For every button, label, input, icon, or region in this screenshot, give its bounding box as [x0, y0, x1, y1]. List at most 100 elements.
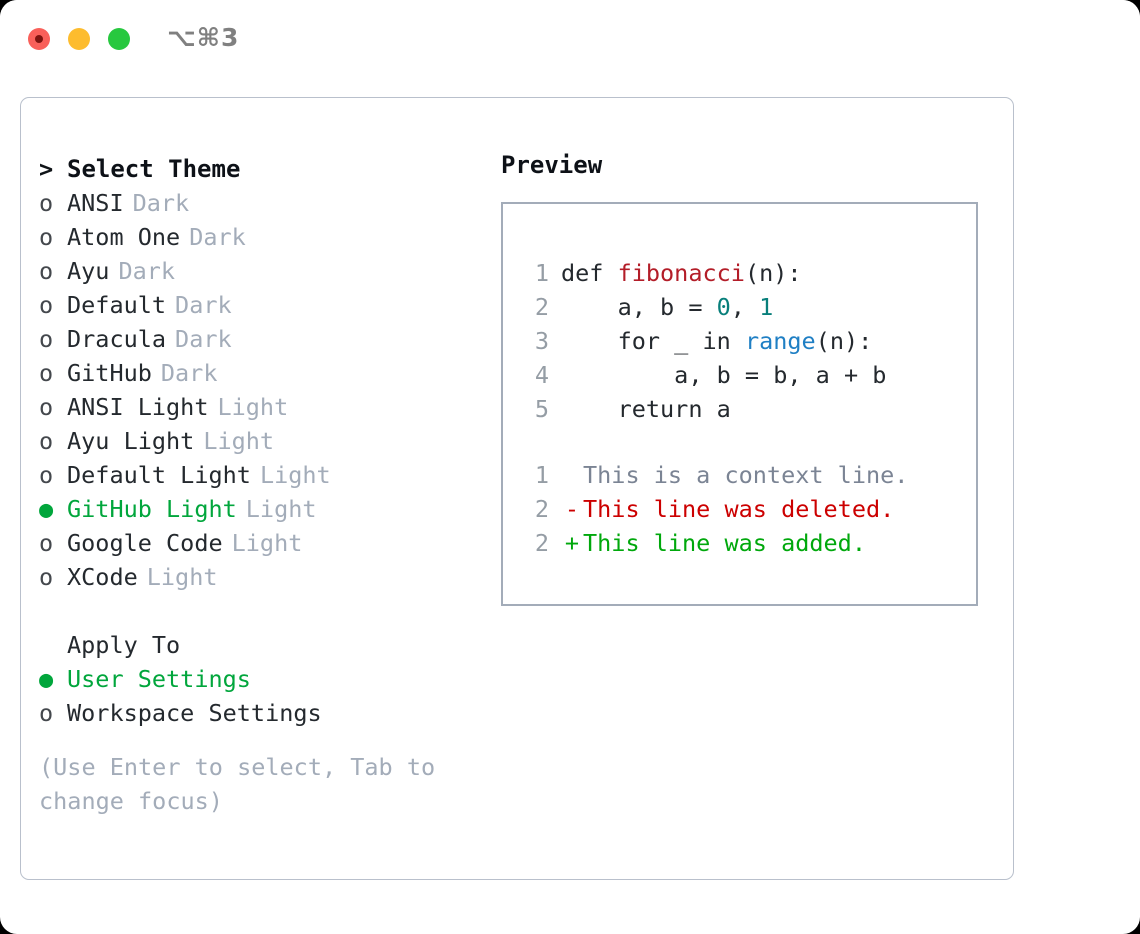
theme-name: ANSI Light — [67, 393, 209, 421]
diff-marker: + — [564, 529, 580, 557]
theme-category-tag: Dark — [175, 325, 232, 353]
theme-category-tag: Light — [259, 461, 331, 489]
code-token: a, b = — [561, 293, 717, 321]
code-token: (n): — [815, 327, 873, 355]
theme-name: Dracula — [67, 325, 167, 353]
code-token: a, b = b, a + b — [561, 361, 887, 389]
line-number: 2 — [534, 495, 549, 523]
radio-unselected-icon[interactable]: o — [39, 359, 54, 387]
theme-list-item[interactable]: o ANSI Light Light — [39, 390, 479, 424]
radio-unselected-icon[interactable]: o — [39, 189, 54, 217]
radio-unselected-icon[interactable]: o — [39, 699, 54, 727]
apply-to-option[interactable]: o Workspace Settings — [39, 696, 479, 730]
theme-category-tag: Dark — [189, 223, 246, 251]
page-title: Select Theme — [67, 155, 241, 183]
theme-name: GitHub — [67, 359, 152, 387]
apply-to-heading: o Apply To — [39, 628, 479, 662]
section-spacer — [39, 594, 479, 628]
diff-line: 1 This is a context line. — [503, 458, 976, 492]
line-number: 2 — [534, 293, 549, 321]
traffic-lights — [28, 28, 130, 50]
radio-selected-icon[interactable]: ● — [39, 495, 54, 523]
theme-name: XCode — [67, 563, 138, 591]
theme-list-item[interactable]: o Dracula Dark — [39, 322, 479, 356]
radio-unselected-icon[interactable]: o — [39, 291, 54, 319]
diff-marker — [561, 458, 583, 492]
diff-line: 2-This line was deleted. — [503, 492, 976, 526]
theme-list-item[interactable]: o Atom One Dark — [39, 220, 479, 254]
theme-category-tag: Dark — [160, 359, 218, 387]
radio-unselected-icon[interactable]: o — [39, 461, 54, 489]
apply-to-option-list: ●User Settings o Workspace Settings — [39, 662, 479, 730]
theme-list-item[interactable]: ● GitHub Light Light — [39, 492, 479, 526]
radio-unselected-icon[interactable]: o — [39, 393, 54, 421]
theme-category-tag: Light — [231, 529, 303, 557]
diff-text: This line was added. — [583, 529, 866, 557]
diff-text: This is a context line. — [583, 461, 909, 489]
code-line: 5 return a — [503, 392, 976, 426]
theme-name: Ayu — [67, 257, 110, 285]
maximize-window-button[interactable] — [108, 28, 130, 50]
spacer-marker: o — [39, 628, 67, 662]
theme-list-item[interactable]: o Ayu Dark — [39, 254, 479, 288]
close-window-button[interactable] — [28, 28, 50, 50]
select-theme-heading: > Select Theme — [39, 152, 479, 186]
radio-unselected-icon[interactable]: o — [39, 325, 54, 353]
radio-unselected-icon[interactable]: o — [39, 223, 54, 251]
code-token: return a — [561, 395, 731, 423]
apply-to-option[interactable]: ●User Settings — [39, 662, 479, 696]
theme-list-item[interactable]: o GitHub Dark — [39, 356, 479, 390]
theme-list-item[interactable]: o Google Code Light — [39, 526, 479, 560]
code-token: , — [730, 293, 760, 321]
caret-icon: > — [39, 155, 54, 183]
code-token: 1 — [759, 293, 774, 321]
theme-name: Ayu Light — [67, 427, 195, 455]
code-line: 1 def fibonacci(n): — [503, 256, 976, 290]
minimize-window-button[interactable] — [68, 28, 90, 50]
code-diff-separator — [503, 426, 976, 458]
code-token: def — [561, 259, 618, 287]
code-token: 0 — [716, 293, 731, 321]
code-token: for _ in — [561, 327, 745, 355]
line-number: 2 — [534, 529, 549, 557]
diff-marker: - — [564, 495, 580, 523]
keyboard-hint-text: (Use Enter to select, Tab to change focu… — [39, 753, 436, 815]
theme-name: Default Light — [67, 461, 251, 489]
theme-list-item[interactable]: o XCode Light — [39, 560, 479, 594]
keyboard-shortcut-label: ⌥⌘3 — [167, 23, 240, 52]
theme-name: Google Code — [67, 529, 223, 557]
code-token: (n): — [744, 259, 802, 287]
radio-unselected-icon[interactable]: o — [39, 257, 54, 285]
line-number: 1 — [534, 259, 549, 287]
diff-sample: 1 This is a context line.2-This line was… — [503, 458, 976, 560]
diff-text: This line was deleted. — [583, 495, 895, 523]
apply-to-option-label: Workspace Settings — [67, 699, 322, 727]
theme-list-item[interactable]: o Default Light Light — [39, 458, 479, 492]
theme-name: GitHub Light — [67, 495, 237, 523]
radio-unselected-icon[interactable]: o — [39, 529, 54, 557]
theme-category-tag: Dark — [118, 257, 176, 285]
line-number: 4 — [534, 361, 549, 389]
radio-selected-icon[interactable]: ● — [39, 665, 54, 693]
preview-title: Preview — [501, 151, 603, 179]
theme-category-tag: Light — [245, 495, 317, 523]
theme-category-tag: Light — [146, 563, 218, 591]
code-line: 4 a, b = b, a + b — [503, 358, 976, 392]
code-token: fibonacci — [617, 259, 745, 287]
theme-name: ANSI — [67, 189, 124, 217]
apply-to-label: Apply To — [67, 631, 181, 659]
radio-unselected-icon[interactable]: o — [39, 427, 54, 455]
theme-category-tag: Light — [217, 393, 289, 421]
theme-category-tag: Dark — [175, 291, 232, 319]
line-number: 5 — [534, 395, 549, 423]
theme-name: Atom One — [67, 223, 181, 251]
radio-unselected-icon[interactable]: o — [39, 563, 54, 591]
code-line: 2 a, b = 0, 1 — [503, 290, 976, 324]
